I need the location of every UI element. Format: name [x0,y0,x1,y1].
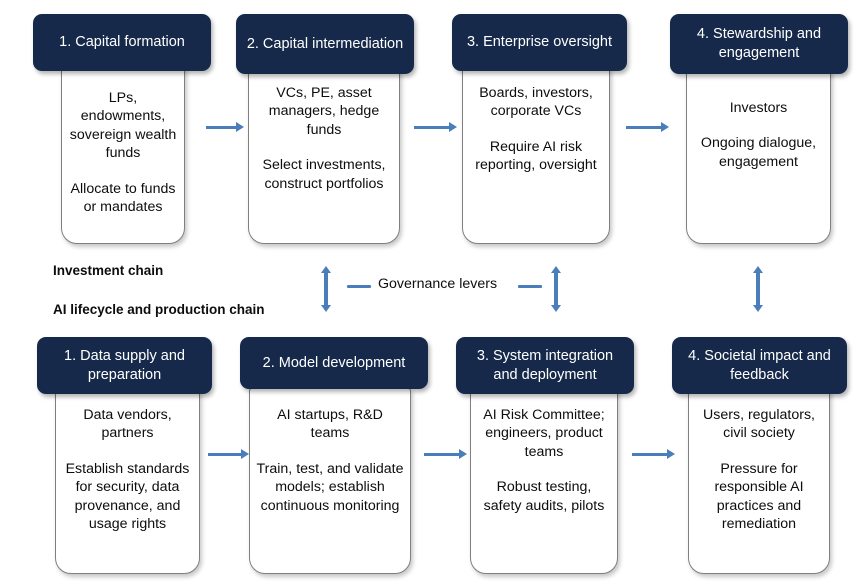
investment-chain-label: Investment chain [53,263,164,278]
arrow-head [241,449,249,460]
ai-card-2-title[interactable]: 2. Model development [240,337,428,389]
arrow-investment-2-to-3 [414,121,458,135]
ai-card-1-para-2: Establish standards for security, data p… [65,460,190,533]
arrow-head-up [752,266,763,273]
investment-card-3-body: Boards, investors, corporate VCs Require… [462,66,610,244]
arrow-shaft [208,453,242,457]
arrow-head-down [550,305,561,312]
arrow-shaft [756,270,760,308]
governance-levers-label: Governance levers [378,276,498,292]
arrow-head-up [550,266,561,273]
ai-card-1-body: Data vendors, partners Establish standar… [55,388,200,574]
governance-arrow-left [319,266,333,312]
governance-arrow-far-right [751,266,765,312]
investment-card-4-title[interactable]: 4. Stewardship and engagement [670,14,848,74]
arrow-shaft [424,453,460,457]
arrow-shaft [324,270,328,308]
governance-dash-right [518,285,542,288]
arrow-head-down [320,305,331,312]
arrow-shaft [414,126,450,130]
ai-card-1-title[interactable]: 1. Data supply and preparation [37,337,212,394]
arrow-shaft [632,453,668,457]
arrow-shaft [554,270,558,308]
ai-card-3-para-2: Robust testing, safety audits, pilots [483,479,605,514]
investment-card-4-para-2: Ongoing dialogue, engagement [700,135,817,170]
ai-card-1-para-1: Data vendors, partners [83,407,172,442]
investment-card-1-para-2: Allocate to funds or mandates [70,180,176,216]
ai-card-4-para-1: Users, regulators, civil society [703,407,815,442]
investment-card-2-para-1: VCs, PE, asset managers, hedge funds [268,85,380,138]
governance-arrow-right [549,266,563,312]
arrow-head-down [752,305,763,312]
investment-card-3-title[interactable]: 3. Enterprise oversight [452,14,627,71]
arrow-head [459,449,467,460]
investment-card-3-para-1: Boards, investors, corporate VCs [479,85,593,120]
arrow-ai-2-to-3 [424,448,468,462]
investment-card-3-para-2: Require AI risk reporting, oversight [475,138,597,174]
governance-dash-left [347,285,371,288]
investment-card-2-title[interactable]: 2. Capital intermediation [236,14,414,74]
ai-card-2-para-1: AI startups, R&D teams [277,407,383,442]
arrow-shaft [206,126,237,130]
ai-card-3-para-1: AI Risk Committee; engineers, product te… [483,407,605,460]
ai-card-4-title[interactable]: 4. Societal impact and feedback [672,337,847,394]
ai-card-3-title[interactable]: 3. System integration and deployment [456,337,634,394]
arrow-head [661,122,669,133]
arrow-shaft [626,126,662,130]
investment-card-1-para-1: LPs, endowments, sovereign wealth funds [69,90,177,162]
investment-card-2-para-2: Select investments, construct portfolios [262,157,386,192]
investment-card-1-title[interactable]: 1. Capital formation [33,14,211,71]
arrow-ai-3-to-4 [632,448,676,462]
investment-card-4-para-1: Investors [729,100,788,116]
investment-card-1-body: LPs, endowments, sovereign wealth funds … [61,64,185,244]
ai-card-2-para-2: Train, test, and validate models; establ… [256,460,404,514]
arrow-head-up [320,266,331,273]
ai-chain-label: AI lifecycle and production chain [53,302,265,317]
investment-card-2-body: VCs, PE, asset managers, hedge funds Sel… [248,66,400,244]
ai-card-3-body: AI Risk Committee; engineers, product te… [470,388,618,574]
arrow-head [449,122,457,133]
arrow-ai-1-to-2 [208,448,250,462]
arrow-investment-3-to-4 [626,121,670,135]
ai-card-4-body: Users, regulators, civil society Pressur… [688,388,830,574]
investment-card-4-body: Investors Ongoing dialogue, engagement [686,66,831,244]
ai-card-2-body: AI startups, R&D teams Train, test, and … [249,388,411,574]
ai-card-4-para-2: Pressure for responsible AI practices an… [714,460,804,533]
arrow-investment-1-to-2 [206,121,244,135]
arrow-head [236,122,244,133]
arrow-head [667,449,675,460]
